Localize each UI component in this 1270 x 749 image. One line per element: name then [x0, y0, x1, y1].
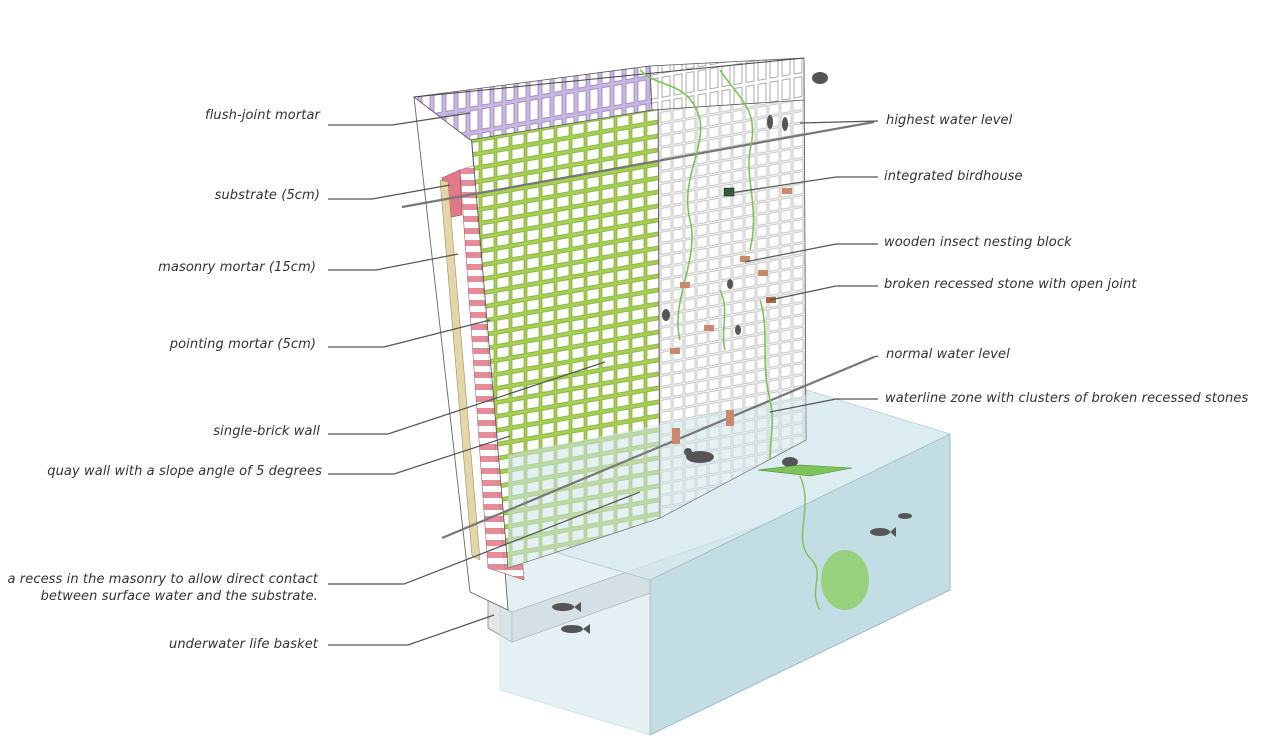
label-pointing-mortar: pointing mortar (5cm)	[169, 337, 316, 352]
submerged-overlay	[508, 395, 806, 568]
label-flush-joint-mortar: flush-joint mortar	[205, 108, 320, 123]
animals	[552, 72, 912, 634]
label-normal-water-level: normal water level	[886, 347, 1010, 362]
label-broken-recessed-stone: broken recessed stone with open joint	[884, 277, 1137, 292]
normal-water-line	[441, 355, 875, 540]
leader-lines	[328, 112, 879, 646]
label-single-brick-wall: single-brick wall	[213, 424, 320, 439]
label-insect-nesting-block: wooden insect nesting block	[884, 235, 1072, 250]
label-recess: a recess in the masonry to allow direct …	[7, 572, 318, 604]
label-waterline-zone: waterline zone with clusters of broken r…	[885, 391, 1249, 406]
label-masonry-mortar: masonry mortar (15cm)	[158, 260, 316, 275]
label-quay-wall: quay wall with a slope angle of 5 degree…	[47, 464, 322, 479]
label-integrated-birdhouse: integrated birdhouse	[884, 169, 1023, 184]
highest-water-line	[401, 120, 875, 209]
aquatic-plants	[757, 464, 869, 611]
label-highest-water-level: highest water level	[886, 113, 1013, 128]
label-substrate: substrate (5cm)	[214, 188, 320, 203]
label-life-basket: underwater life basket	[169, 637, 318, 652]
